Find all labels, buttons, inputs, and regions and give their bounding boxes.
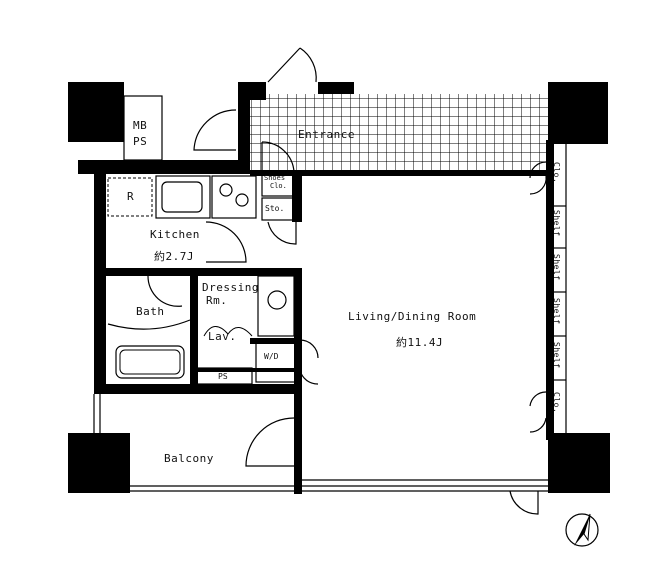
label-shoes-closet-line2: Clo. bbox=[270, 182, 287, 190]
label-living-dining: Living/Dining Room bbox=[348, 310, 477, 323]
label-shoes-closet: Shoes Clo. bbox=[264, 174, 287, 190]
label-shelf-4: Shelf bbox=[552, 342, 561, 369]
label-closet-bottom: Clo. bbox=[552, 392, 561, 414]
label-dressing-line1: Dressing bbox=[202, 281, 259, 294]
label-shelf-1: Shelf bbox=[552, 210, 561, 237]
label-living-size: 約11.4J bbox=[396, 336, 444, 349]
bathtub-icon bbox=[115, 345, 185, 379]
label-lavatory: Lav. bbox=[208, 330, 237, 343]
label-shelf-3: Shelf bbox=[552, 298, 561, 325]
label-mb-ps: MB PS bbox=[133, 118, 147, 150]
label-mb: MB bbox=[133, 119, 148, 132]
label-entrance: Entrance bbox=[298, 128, 355, 141]
label-dressing: Dressing Rm. bbox=[202, 281, 259, 307]
washbasin-icon bbox=[203, 326, 253, 337]
kitchen-sink-icon bbox=[155, 175, 211, 219]
label-refrigerator: R bbox=[127, 190, 135, 203]
label-washer: W/D bbox=[264, 352, 279, 361]
label-dressing-line2: Rm. bbox=[206, 294, 228, 307]
label-ps: PS bbox=[133, 135, 148, 148]
label-kitchen: Kitchen bbox=[150, 228, 200, 241]
label-pipe-space: PS bbox=[218, 372, 228, 381]
north-arrow-icon bbox=[565, 513, 599, 547]
walls bbox=[78, 82, 554, 494]
bath-curtain bbox=[107, 319, 191, 330]
door-swings bbox=[147, 47, 547, 515]
thin-lines bbox=[93, 95, 567, 492]
column-top-left bbox=[68, 82, 124, 142]
column-bottom-right bbox=[548, 433, 610, 493]
label-closet-top: Clo. bbox=[552, 162, 561, 184]
label-storage: Sto. bbox=[265, 204, 285, 213]
label-balcony: Balcony bbox=[164, 452, 214, 465]
label-shelf-2: Shelf bbox=[552, 254, 561, 281]
entrance-floor bbox=[248, 94, 548, 172]
label-bath: Bath bbox=[136, 305, 165, 318]
label-shoes-closet-line1: Shoes bbox=[264, 174, 286, 182]
refrigerator-outline bbox=[107, 177, 153, 217]
stove-icon bbox=[211, 175, 257, 219]
toilet-icon bbox=[267, 290, 287, 310]
column-bottom-left bbox=[68, 433, 130, 493]
column-top-right bbox=[548, 82, 608, 144]
label-kitchen-size: 約2.7J bbox=[154, 250, 194, 263]
